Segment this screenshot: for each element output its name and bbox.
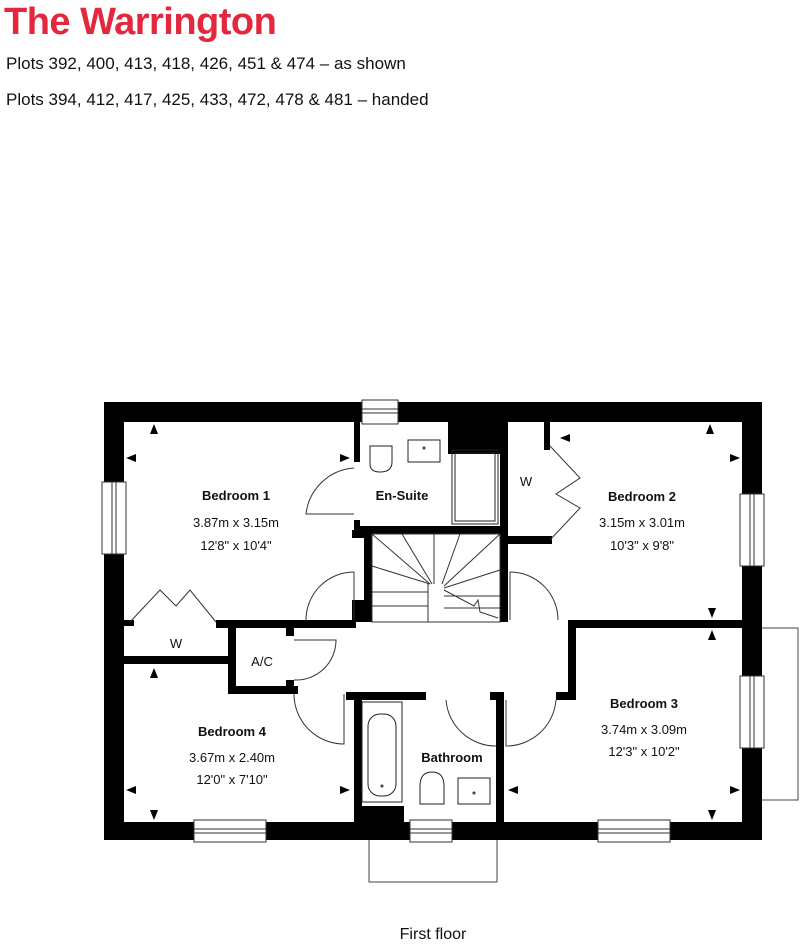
bay-outline — [759, 627, 799, 801]
room-imperial-bedroom-4: 12'0" x 7'10" — [196, 772, 268, 787]
room-name-bedroom-4: Bedroom 4 — [198, 724, 267, 739]
room-imperial-bedroom-3: 12'3" x 10'2" — [608, 744, 680, 759]
room-name-bedroom-3: Bedroom 3 — [610, 696, 678, 711]
wardrobe-label-bedroom-1: W — [170, 636, 183, 651]
room-imperial-bedroom-1: 12'8" x 10'4" — [200, 538, 272, 553]
page-title: The Warrington — [4, 1, 277, 43]
room-imperial-bedroom-2: 10'3" x 9'8" — [610, 538, 674, 553]
floor-caption: First floor — [399, 926, 467, 943]
room-metric-bedroom-3: 3.74m x 3.09m — [601, 722, 687, 737]
windows — [101, 399, 765, 843]
plots-as-shown: Plots 392, 400, 413, 418, 426, 451 & 474… — [6, 54, 406, 73]
bathroom-fixtures — [361, 701, 491, 805]
staircase — [371, 533, 501, 623]
plots-handed: Plots 394, 412, 417, 425, 433, 472, 478 … — [6, 90, 429, 109]
room-metric-bedroom-1: 3.87m x 3.15m — [193, 515, 279, 530]
room-name-ensuite: En-Suite — [376, 488, 429, 503]
room-name-bedroom-2: Bedroom 2 — [608, 489, 676, 504]
room-metric-bedroom-4: 3.67m x 2.40m — [189, 750, 275, 765]
room-name-bedroom-1: Bedroom 1 — [202, 488, 270, 503]
porch-outline — [368, 837, 498, 883]
room-name-bathroom: Bathroom — [421, 750, 482, 765]
ensuite-fixtures — [369, 439, 499, 525]
room-metric-bedroom-2: 3.15m x 3.01m — [599, 515, 685, 530]
airing-cupboard-label: A/C — [251, 654, 273, 669]
wardrobe-label-bedroom-2: W — [520, 474, 533, 489]
dimension-markers — [126, 424, 740, 820]
doors — [129, 445, 581, 747]
